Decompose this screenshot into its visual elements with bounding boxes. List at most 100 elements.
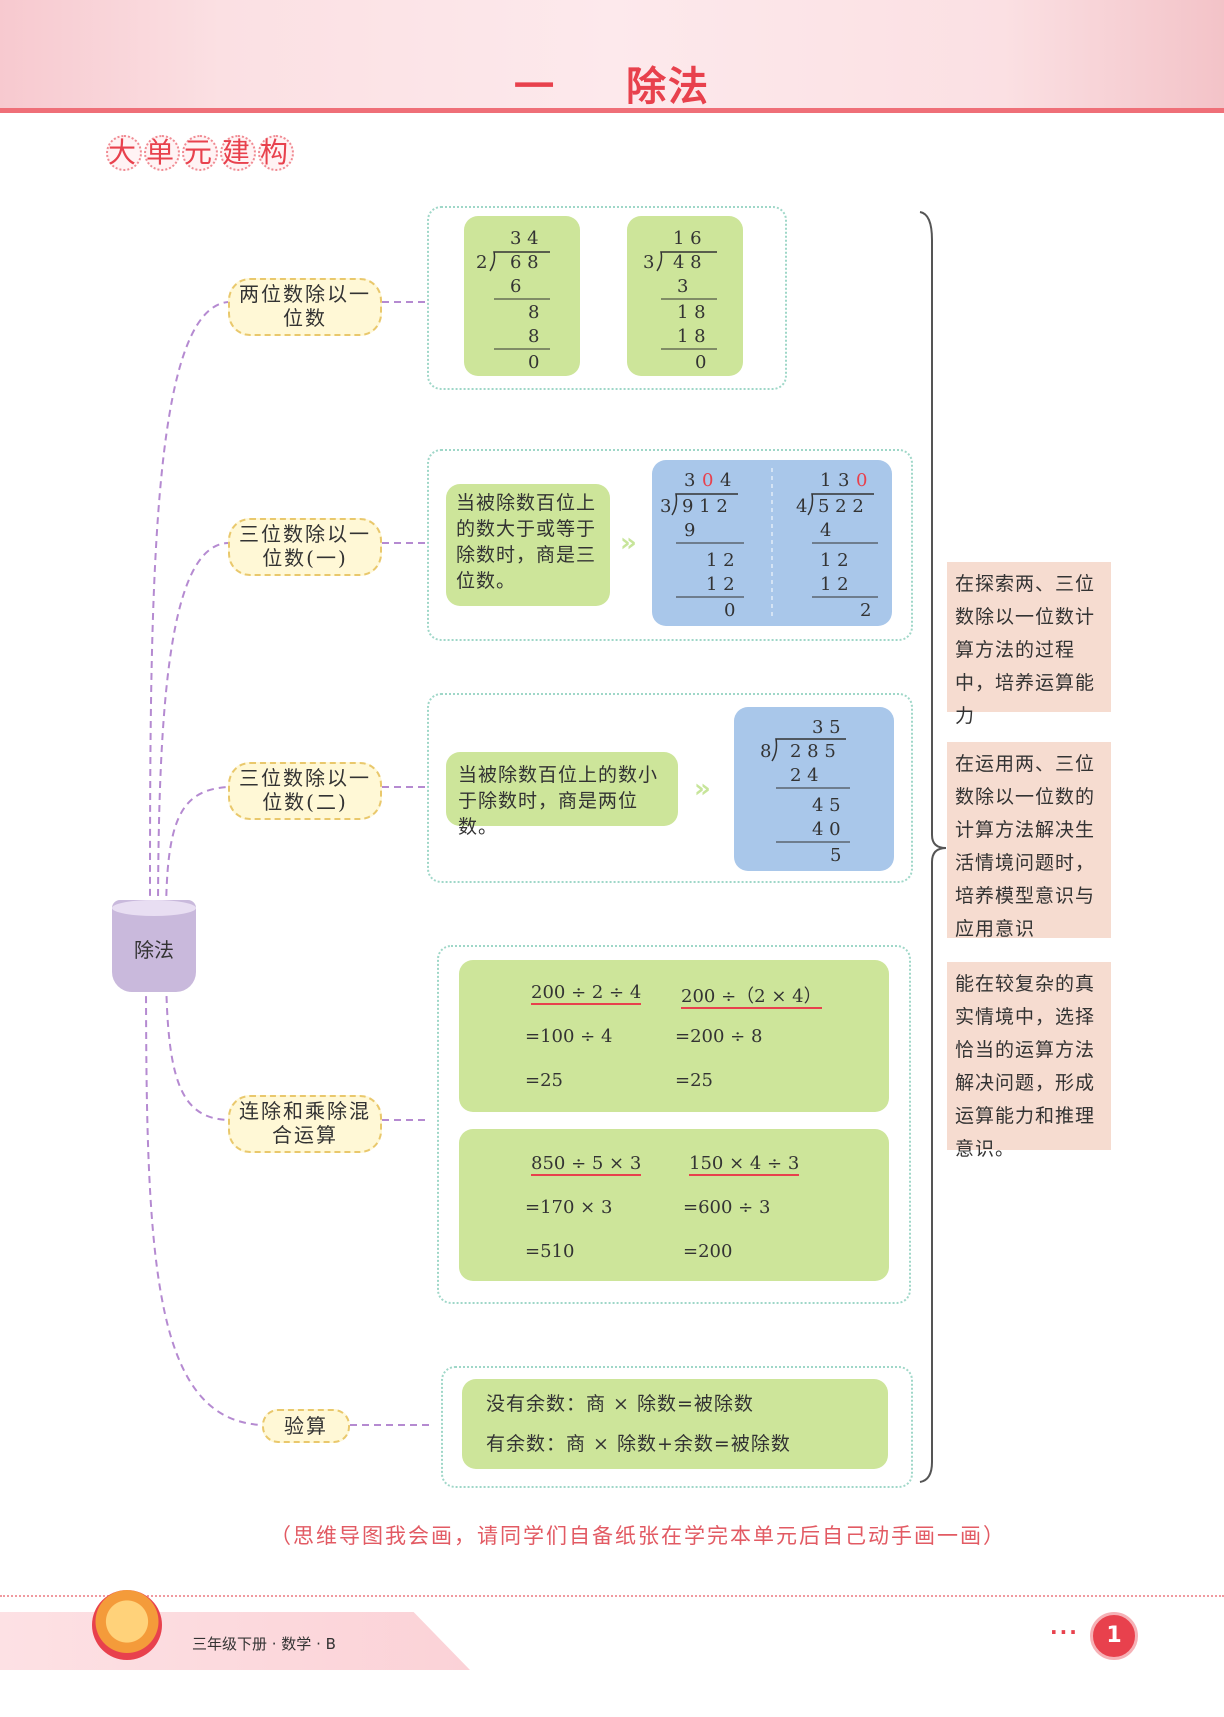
expression: 200 ÷（2 × 4）	[681, 986, 822, 1009]
divisor: 8	[760, 741, 771, 762]
quotient-digit: 1	[820, 470, 831, 491]
panel-three-digit-1	[427, 449, 913, 641]
step: 4	[820, 520, 831, 541]
remainder: 0	[528, 352, 539, 373]
panel-three-digit-2	[427, 693, 913, 883]
step: 4 5	[812, 795, 841, 816]
dividend: 9 1 2	[682, 496, 728, 517]
unit-number: 一	[514, 64, 556, 110]
goal-box-1: 在探索两、三位数除以一位数计算方法的过程中，培养运算能力	[947, 562, 1111, 727]
footer-divider	[0, 1595, 1224, 1597]
step: 6	[510, 276, 521, 297]
goal-box-2: 在运用两、三位数除以一位数的计算方法解决生活情境问题时，培养模型意识与应用意识	[947, 742, 1111, 940]
expression: 850 ÷ 5 × 3	[531, 1153, 642, 1176]
panel-mixed-operations	[437, 945, 911, 1304]
goal-box-3: 能在较复杂的真实情境中，选择恰当的运算方法解决问题，形成运算能力和推理意识。	[947, 962, 1111, 1160]
arrow-icon: »	[620, 528, 637, 558]
quotient: 3 4	[510, 228, 539, 249]
quotient: 3 5	[812, 717, 841, 738]
mascot-icon	[92, 1590, 162, 1660]
division-layout: 3 5 8 2 8 5 2 4 4 5 4 0 5	[760, 717, 850, 866]
panel-two-digit	[427, 206, 787, 390]
footer-dots: ···	[1050, 1620, 1079, 1644]
step: 1 2	[706, 574, 735, 595]
branch-node-check: 验算	[262, 1409, 350, 1443]
remainder: 0	[724, 600, 735, 621]
quotient: 1 6	[673, 228, 702, 249]
arrow-icon: »	[694, 774, 711, 804]
check-rule-with-remainder: 有余数：商 × 除数+余数=被除数	[486, 1433, 791, 1455]
step: 1 2	[820, 550, 849, 571]
step: 8	[528, 326, 539, 347]
section-label-char: 大	[106, 135, 142, 171]
root-label: 除法	[134, 938, 174, 962]
division-layout: 3 4 2 6 8 6 8 8 0	[476, 228, 550, 373]
division-pair-blue: 3 0 4 3 9 1 2 9 1 2 1 2 0 1 3 0 4 5 2 2 …	[652, 460, 892, 626]
step: 3	[677, 276, 688, 297]
quotient-digit: 4	[720, 470, 731, 491]
root-stump: 除法	[112, 900, 196, 992]
step: 1 8	[677, 326, 706, 347]
step: 9	[684, 520, 695, 541]
step: 2 4	[790, 765, 819, 786]
footnote: （思维导图我会画，请同学们自备纸张在学完本单元后自己动手画一画）	[270, 1524, 1006, 1548]
page-header	[0, 0, 1224, 112]
panel-check	[441, 1366, 913, 1488]
expression-result: =25	[525, 1070, 563, 1091]
branch-node-two-digit: 两位数除以一位数	[228, 278, 382, 336]
dividend: 6 8	[510, 252, 539, 273]
section-label-char: 单	[144, 135, 180, 171]
step: 1 2	[820, 574, 849, 595]
branch-node-three-digit-2: 三位数除以一位数(二)	[228, 762, 382, 820]
note-two-digit-quotient: 当被除数百位上的数小于除数时，商是两位数。	[446, 752, 678, 838]
page-title: 一 除法	[0, 54, 1224, 112]
step: 8	[528, 302, 539, 323]
expression-step: =600 ÷ 3	[683, 1197, 771, 1218]
section-label-char: 元	[182, 135, 218, 171]
footer-grade: 三年级下册 · 数学 · B	[192, 1635, 336, 1653]
expression-result: =510	[525, 1241, 575, 1262]
header-divider	[0, 108, 1224, 113]
mixed-box-2: 850 ÷ 5 × 3 =170 × 3 =510 150 × 4 ÷ 3 =6…	[459, 1129, 889, 1281]
dividend: 4 8	[673, 252, 702, 273]
step: 1 2	[706, 550, 735, 571]
long-division-68: 3 4 2 6 8 6 8 8 0	[464, 216, 580, 376]
section-label-char: 建	[220, 135, 256, 171]
check-rules-box: 没有余数：商 × 除数=被除数 有余数：商 × 除数+余数=被除数	[462, 1379, 888, 1469]
section-label: 大单元建构	[98, 134, 304, 172]
step: 1 8	[677, 302, 706, 323]
remainder: 0	[695, 352, 706, 373]
expression-step: =100 ÷ 4	[525, 1026, 613, 1047]
section-label-char: 构	[258, 135, 294, 171]
remainder: 5	[830, 845, 841, 866]
note-three-digit-quotient: 当被除数百位上的数大于或等于除数时，商是三位数。	[446, 484, 610, 606]
footer-band	[0, 1612, 470, 1670]
division-layout: 1 6 3 4 8 3 1 8 1 8 0	[643, 228, 717, 373]
quotient-digit: 3	[684, 470, 695, 491]
dividend: 2 8 5	[790, 741, 836, 762]
long-division-48: 1 6 3 4 8 3 1 8 1 8 0	[627, 216, 743, 376]
unit-title: 除法	[626, 64, 710, 110]
check-rule-no-remainder: 没有余数：商 × 除数=被除数	[486, 1393, 754, 1415]
expression: 200 ÷ 2 ÷ 4	[531, 982, 642, 1005]
division-layout: 3 0 4 3 9 1 2 9 1 2 1 2 0 1 3 0 4 5 2 2 …	[660, 468, 878, 621]
expression-step: =200 ÷ 8	[675, 1026, 763, 1047]
expression-result: =200	[683, 1241, 733, 1262]
quotient-digit-highlight: 0	[856, 470, 867, 491]
quotient-digit: 3	[838, 470, 849, 491]
divisor: 4	[796, 496, 807, 517]
step: 4 0	[812, 819, 841, 840]
mixed-box-1: 200 ÷ 2 ÷ 4 =100 ÷ 4 =25 200 ÷（2 × 4） =2…	[459, 960, 889, 1112]
divisor: 3	[643, 252, 654, 273]
quotient-digit-highlight: 0	[702, 470, 713, 491]
page-number: 1	[1090, 1612, 1138, 1660]
divisor: 2	[476, 252, 487, 273]
expression: 150 × 4 ÷ 3	[689, 1153, 800, 1176]
remainder: 2	[860, 600, 871, 621]
expression-result: =25	[675, 1070, 713, 1091]
branch-node-mixed: 连除和乘除混合运算	[228, 1095, 382, 1153]
long-division-285: 3 5 8 2 8 5 2 4 4 5 4 0 5	[734, 707, 894, 871]
divisor: 3	[660, 496, 671, 517]
branch-node-three-digit-1: 三位数除以一位数(一)	[228, 518, 382, 576]
